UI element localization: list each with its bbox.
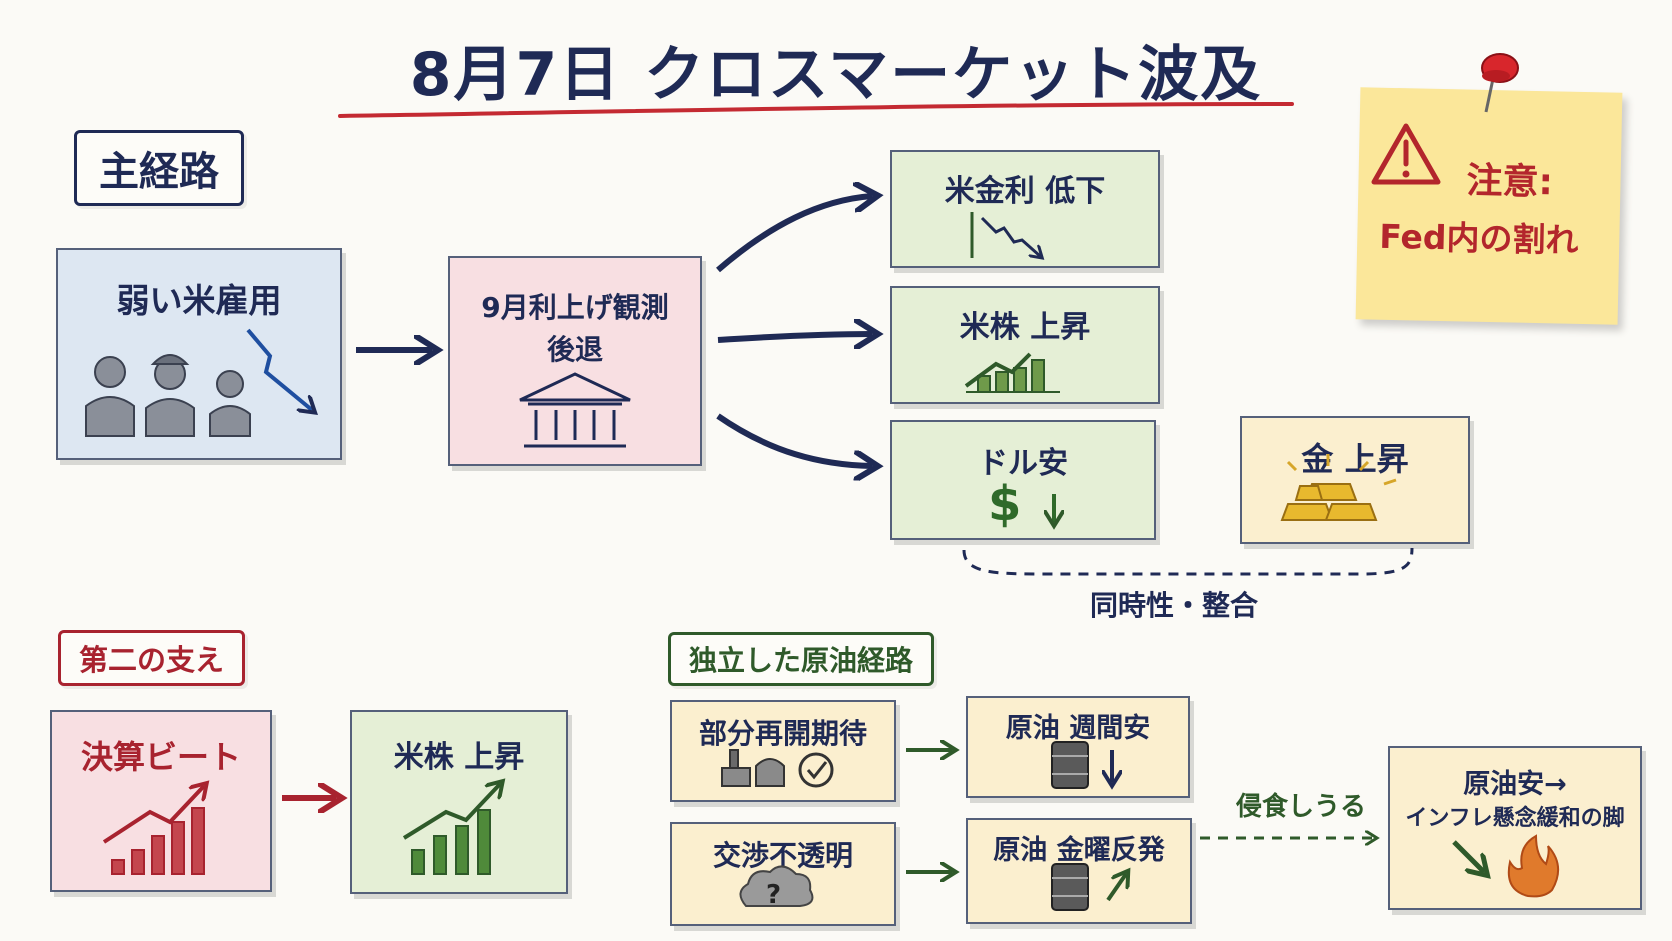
earnings-beat-label: 決算ビート xyxy=(80,738,241,776)
warning-triangle-icon xyxy=(1371,123,1441,185)
dollar-sign-icon: $ xyxy=(988,476,1054,532)
fire-icon xyxy=(1507,834,1559,898)
section-tag-oil-label: 独立した原油経路 xyxy=(689,644,914,677)
erodes-label: 侵食しうる xyxy=(1236,792,1367,822)
oil-barrel-icon xyxy=(1051,741,1112,788)
rate-hike-label-line1: 9月利上げ観測 xyxy=(481,291,669,324)
section-tag-main-path: 主経路 xyxy=(74,130,244,206)
rate-hike-label-line2: 後退 xyxy=(546,333,603,366)
svg-text:$: $ xyxy=(988,476,1021,532)
arrow-to-dollar xyxy=(716,413,872,466)
section-tag-main-path-label: 主経路 xyxy=(99,149,219,195)
card-gold-up: 金 上昇 xyxy=(1240,416,1470,544)
simultaneity-bracket xyxy=(962,547,1414,576)
declining-chart-icon xyxy=(970,212,1040,258)
us-stocks-up-label: 米株 上昇 xyxy=(959,310,1091,345)
gold-bars-icon xyxy=(1280,483,1378,521)
rising-bar-chart-icon xyxy=(964,352,1060,393)
bank-icon xyxy=(519,372,631,448)
rising-bar-chart-icon-stocks xyxy=(402,784,500,875)
page-title: 8月7日 クロスマーケット波及 xyxy=(409,40,1263,110)
oil-friday-rebound-label: 原油 金曜反発 xyxy=(993,835,1165,866)
gold-up-label: 金 上昇 xyxy=(1301,440,1409,478)
section-tag-oil-path: 独立した原油経路 xyxy=(668,632,935,686)
section-tag-secondary-support: 第二の支え xyxy=(58,630,246,686)
card-dollar-weak: ドル安 xyxy=(890,420,1156,540)
gold-sparkle-icon xyxy=(1286,454,1397,486)
people-icon xyxy=(85,354,251,437)
partial-reopen-label: 部分再開期待 xyxy=(698,717,867,750)
question-cloud-icon: ? xyxy=(739,865,814,910)
arrow-to-us-rates xyxy=(716,196,872,273)
oil-weekly-down-label: 原油 週間安 xyxy=(1005,713,1151,744)
result-label-line1: 原油安→ xyxy=(1463,769,1567,800)
arrow-to-us-stocks xyxy=(717,334,872,340)
card-us-rates-down: 米金利 低下 xyxy=(890,150,1160,268)
weak-jobs-label: 弱い米雇用 xyxy=(116,281,282,320)
simultaneity-label: 同時性・整合 xyxy=(1090,589,1259,622)
result-down-arrow-icon xyxy=(1452,840,1484,872)
dollar-weak-label: ドル安 xyxy=(978,446,1068,481)
factory-check-icon xyxy=(721,749,834,788)
oil-barrel-icon-friday xyxy=(1051,863,1126,911)
push-pin-icon xyxy=(1481,53,1519,113)
result-label-line2: インフレ懸念緩和の脚 xyxy=(1405,806,1625,831)
card-rate-hike-recede: 9月利上げ観測 後退 xyxy=(448,256,702,466)
rising-bar-chart-icon-earnings xyxy=(102,786,204,875)
secondary-us-stocks-up-label: 米株 上昇 xyxy=(393,740,525,775)
card-partial-reopen: 部分再開期待 xyxy=(670,700,896,802)
us-rates-down-label: 米金利 低下 xyxy=(944,174,1106,209)
down-trend-arrow-icon xyxy=(246,328,312,410)
card-oil-weekly-down: 原油 週間安 xyxy=(966,696,1190,798)
svg-text:?: ? xyxy=(766,880,781,910)
section-tag-secondary-label: 第二の支え xyxy=(79,643,225,677)
